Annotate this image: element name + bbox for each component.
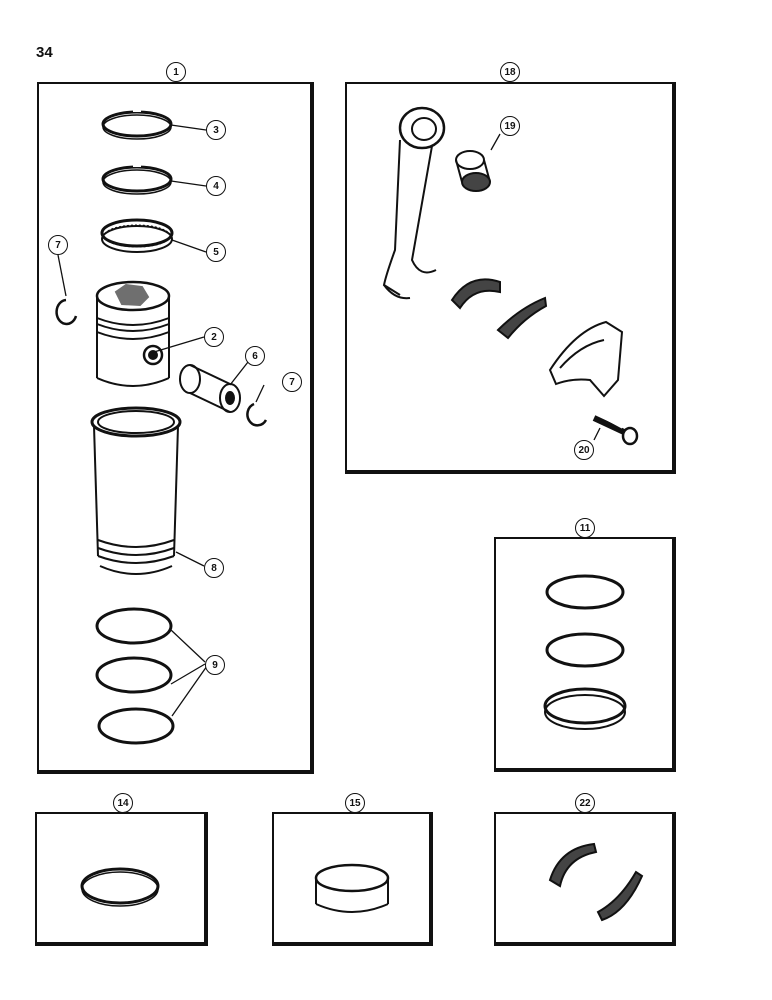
- callout-7-right: 7: [282, 372, 302, 392]
- callout-6: 6: [245, 346, 265, 366]
- callout-18: 18: [500, 62, 520, 82]
- ring-14: [80, 867, 160, 907]
- callout-22: 22: [575, 793, 595, 813]
- rod-bushing-19: [455, 150, 491, 192]
- page-number: 34: [36, 44, 53, 61]
- callout-14: 14: [113, 793, 133, 813]
- callout-8: 8: [204, 558, 224, 578]
- piston-pin-6: [179, 364, 241, 413]
- oil-ring-5: [100, 218, 174, 253]
- snap-ring-7-left: [55, 298, 78, 326]
- cylinder-liner-8: [90, 406, 182, 575]
- panel-22-bearing: [494, 812, 676, 946]
- rod-cap: [548, 320, 624, 398]
- panel-14-ring: [35, 812, 208, 946]
- piston-ring-3: [101, 108, 173, 140]
- snap-ring-7-right: [246, 402, 268, 427]
- callout-3: 3: [206, 120, 226, 140]
- bushing-15: [314, 863, 390, 913]
- callout-2: 2: [204, 327, 224, 347]
- piston-ring-4: [101, 163, 173, 195]
- callout-9: 9: [205, 655, 225, 675]
- callout-11: 11: [575, 518, 595, 538]
- callout-20: 20: [574, 440, 594, 460]
- bearing-shells-22: [548, 842, 644, 922]
- callout-19: 19: [500, 116, 520, 136]
- callout-5: 5: [206, 242, 226, 262]
- callout-1: 1: [166, 62, 186, 82]
- callout-7-left: 7: [48, 235, 68, 255]
- callout-4: 4: [206, 176, 226, 196]
- rod-bolt-20: [592, 413, 639, 446]
- rod-bearing-shells: [450, 278, 548, 340]
- ring-set-11: [543, 574, 627, 730]
- piston-2: [95, 280, 171, 387]
- connecting-rod-18: [382, 106, 446, 300]
- liner-seal-rings-9: [95, 607, 175, 745]
- leader-lines: [57, 124, 601, 717]
- callout-15: 15: [345, 793, 365, 813]
- panel-15-bushing: [272, 812, 433, 946]
